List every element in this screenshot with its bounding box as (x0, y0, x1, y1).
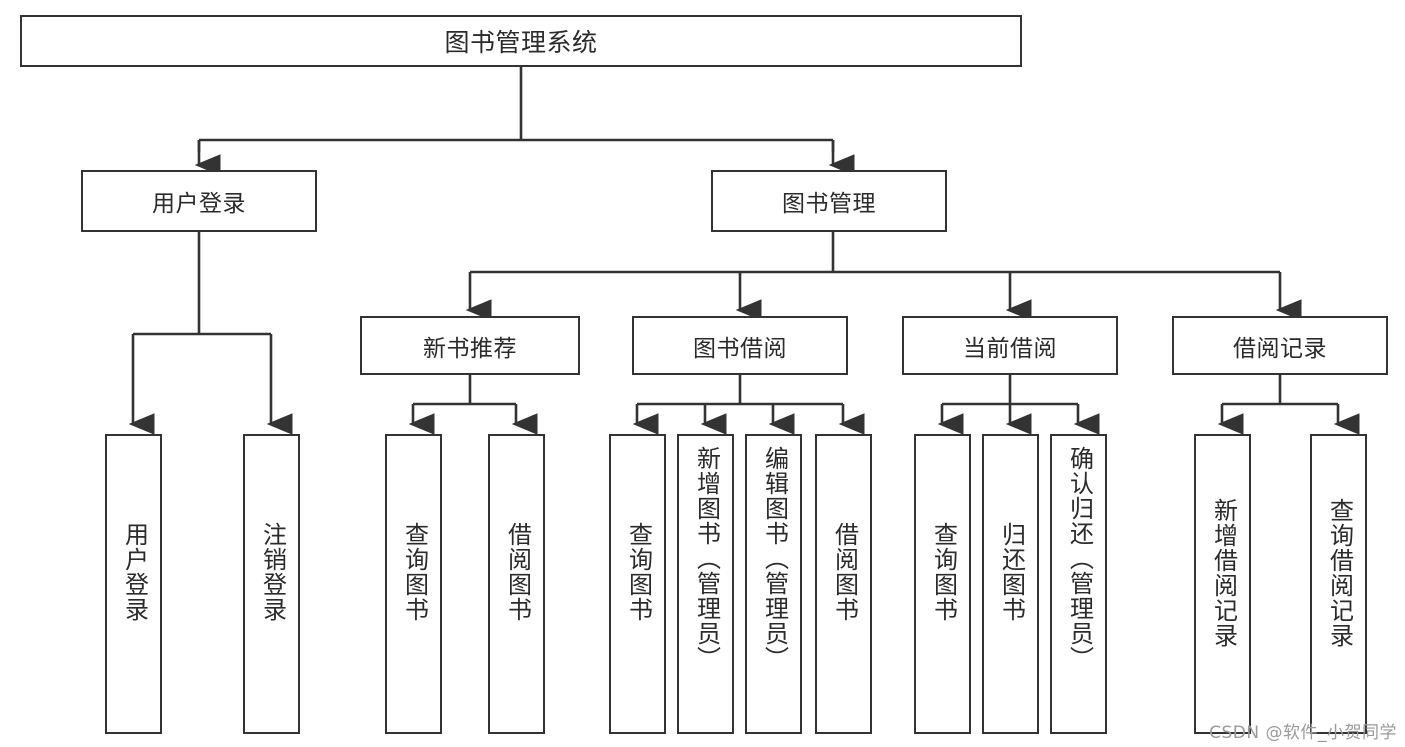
node-current-borrow[interactable]: 当前借阅 (902, 316, 1118, 375)
node-book-borrow[interactable]: 图书借阅 (632, 316, 848, 375)
leaf-return-book-label: 归还图书 (997, 522, 1026, 622)
leaf-user-login[interactable]: 用户登录 (105, 434, 162, 734)
leaf-add-book-label: 新增图书（管理员） (692, 446, 721, 671)
leaf-query-record-label: 查询借阅记录 (1325, 498, 1354, 648)
leaf-logout-login-label: 注销登录 (258, 522, 287, 622)
leaf-borrow-book-1[interactable]: 借阅图书 (488, 434, 545, 734)
node-new-book-recommend[interactable]: 新书推荐 (360, 316, 580, 375)
leaf-borrow-book-2-label: 借阅图书 (830, 522, 859, 622)
node-root[interactable]: 图书管理系统 (20, 15, 1022, 67)
node-borrow-record-label: 借阅记录 (1233, 335, 1327, 362)
node-new-book-recommend-label: 新书推荐 (423, 335, 517, 362)
leaf-query-book-3[interactable]: 查询图书 (914, 434, 971, 734)
node-current-borrow-label: 当前借阅 (963, 335, 1057, 362)
node-book-manage[interactable]: 图书管理 (711, 170, 947, 232)
leaf-query-record[interactable]: 查询借阅记录 (1310, 434, 1367, 734)
leaf-return-book[interactable]: 归还图书 (982, 434, 1039, 734)
leaf-logout-login[interactable]: 注销登录 (243, 434, 300, 734)
node-book-manage-label: 图书管理 (782, 191, 876, 217)
leaf-query-book-3-label: 查询图书 (929, 522, 958, 622)
node-borrow-record[interactable]: 借阅记录 (1172, 316, 1388, 375)
leaf-query-book-2[interactable]: 查询图书 (609, 434, 666, 734)
leaf-edit-book-label: 编辑图书（管理员） (760, 446, 789, 671)
leaf-query-book-1[interactable]: 查询图书 (385, 434, 442, 734)
leaf-add-book[interactable]: 新增图书（管理员） (677, 434, 734, 734)
leaf-add-record[interactable]: 新增借阅记录 (1194, 434, 1251, 734)
leaf-query-book-1-label: 查询图书 (400, 522, 429, 622)
leaf-edit-book[interactable]: 编辑图书（管理员） (745, 434, 802, 734)
leaf-confirm-return[interactable]: 确认归还（管理员） (1050, 434, 1107, 734)
leaf-confirm-return-label: 确认归还（管理员） (1065, 446, 1094, 671)
node-user-login[interactable]: 用户登录 (81, 170, 317, 232)
leaf-user-login-label: 用户登录 (120, 522, 149, 622)
node-user-login-label: 用户登录 (152, 191, 246, 217)
leaf-borrow-book-1-label: 借阅图书 (503, 522, 532, 622)
leaf-query-book-2-label: 查询图书 (624, 522, 653, 622)
watermark: CSDN @软件_小贺同学 (1209, 723, 1397, 743)
node-root-label: 图书管理系统 (444, 28, 598, 57)
leaf-borrow-book-2[interactable]: 借阅图书 (815, 434, 872, 734)
node-book-borrow-label: 图书借阅 (693, 335, 787, 362)
leaf-add-record-label: 新增借阅记录 (1209, 498, 1238, 648)
